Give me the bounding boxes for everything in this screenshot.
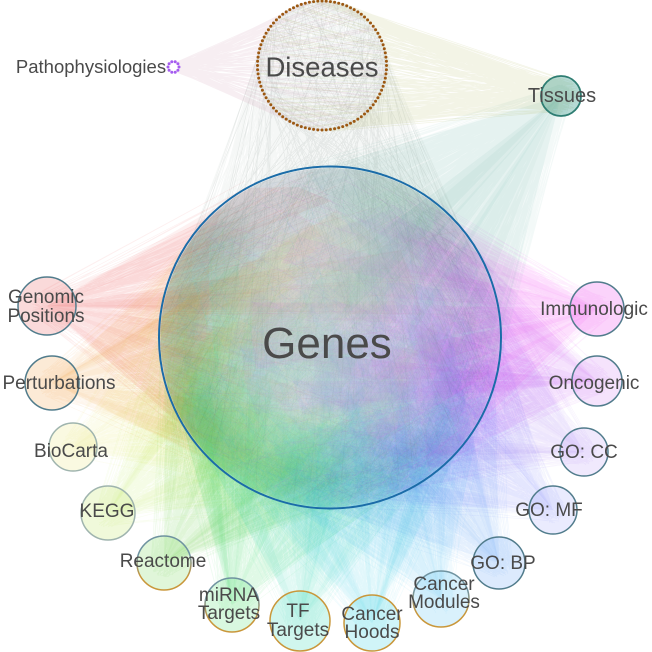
svg-text:Perturbations: Perturbations (2, 373, 115, 394)
svg-text:Targets: Targets (198, 603, 260, 624)
svg-text:Hoods: Hoods (345, 622, 400, 643)
svg-text:Diseases: Diseases (265, 52, 378, 83)
svg-text:KEGG: KEGG (80, 501, 135, 522)
svg-text:TF: TF (286, 601, 309, 622)
svg-text:Immunologic: Immunologic (540, 299, 648, 320)
svg-text:miRNA: miRNA (199, 585, 259, 606)
svg-text:Pathophysiologies: Pathophysiologies (16, 56, 166, 77)
svg-text:GO: MF: GO: MF (515, 500, 583, 521)
svg-text:GO: CC: GO: CC (550, 442, 618, 463)
svg-text:Cancer: Cancer (413, 574, 475, 595)
svg-text:Reactome: Reactome (120, 551, 207, 572)
svg-text:Oncogenic: Oncogenic (549, 373, 640, 394)
svg-text:Targets: Targets (267, 620, 329, 641)
svg-text:Modules: Modules (408, 592, 480, 613)
svg-text:Genes: Genes (262, 319, 392, 368)
svg-text:GO: BP: GO: BP (470, 553, 535, 574)
svg-text:Cancer: Cancer (341, 604, 403, 625)
svg-text:Positions: Positions (7, 306, 84, 327)
svg-text:BioCarta: BioCarta (34, 441, 108, 462)
svg-text:Genomic: Genomic (8, 287, 84, 308)
svg-text:Tissues: Tissues (528, 85, 596, 107)
